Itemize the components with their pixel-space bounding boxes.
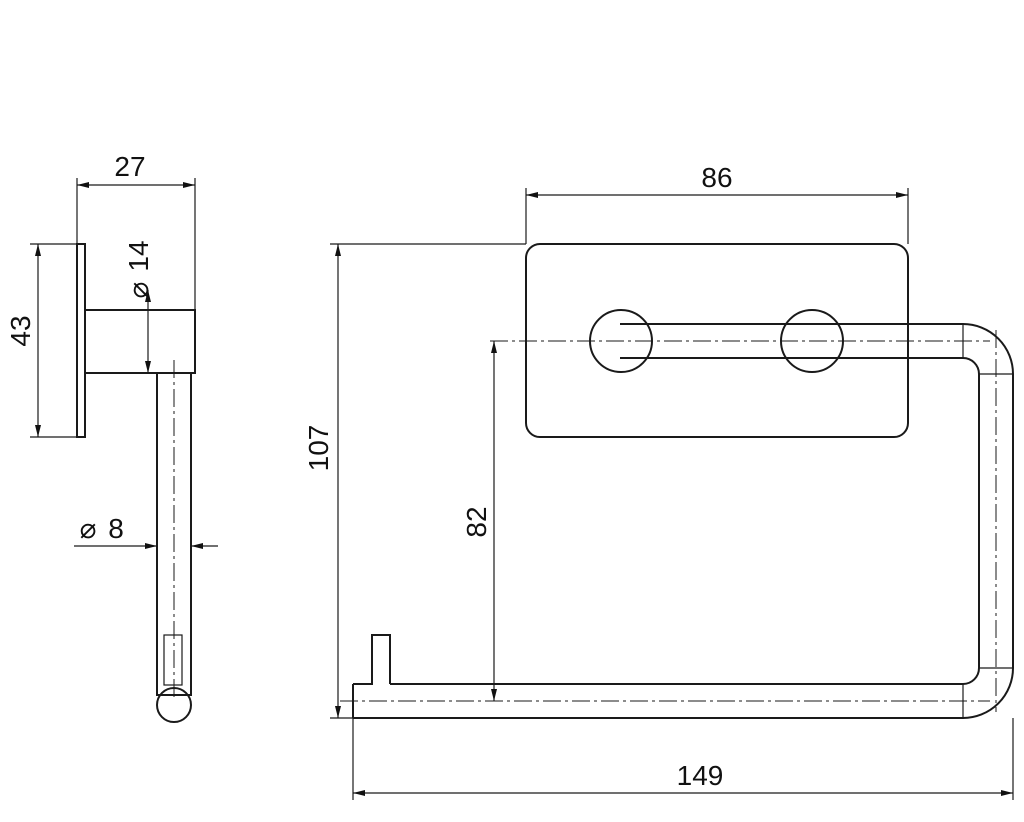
dim-symbol-8: ⌀	[80, 513, 97, 544]
dim-label-27: 27	[114, 151, 145, 182]
side-rod-end	[156, 687, 192, 723]
dim-label-149: 149	[677, 760, 724, 791]
dim-label-8: 8	[108, 513, 124, 544]
dim-label-43: 43	[5, 315, 36, 346]
dim-label-14: 14	[123, 240, 154, 271]
side-rod-stop	[163, 634, 183, 686]
dim-label-107: 107	[303, 425, 334, 472]
side-view: 27 43 ⌀ 14 ⌀ 8	[5, 151, 218, 723]
side-rosette	[84, 309, 196, 374]
front-bend-top	[962, 323, 1014, 719]
side-wall-plate	[76, 243, 86, 438]
dim-label-86: 86	[701, 162, 732, 193]
dim-label-82: 82	[461, 506, 492, 537]
front-view: 86 107 82 149	[303, 162, 1014, 800]
dim-symbol-14: ⌀	[123, 282, 154, 299]
